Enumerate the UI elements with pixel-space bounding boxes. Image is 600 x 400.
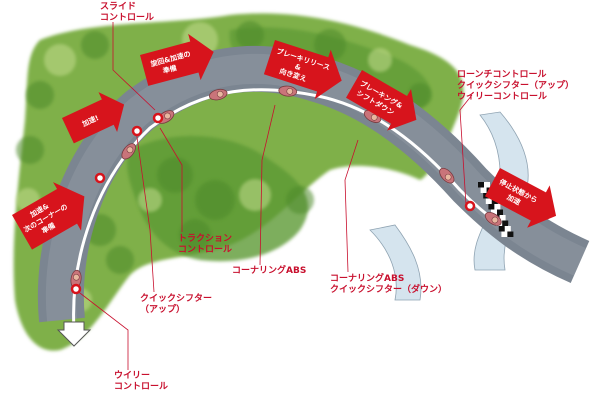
marker-dot	[70, 283, 82, 295]
callout-cornering-abs-shift-down: コーナリングABS クイックシフター（ダウン）	[330, 274, 448, 295]
motorcycle	[121, 143, 136, 160]
checker-square	[501, 231, 508, 237]
checker-square	[497, 209, 503, 215]
checker-square	[478, 182, 484, 188]
tree-clump	[138, 188, 162, 212]
red-arrows: 加速! 旋回&加速の 準備 ブレーキリリース & 向き変え ブレーキング& シフ…	[12, 33, 557, 250]
callout-slide-control: スライド コントロール	[100, 2, 155, 23]
tree-clump	[239, 179, 271, 211]
motorcycle	[209, 88, 228, 101]
checker-square	[502, 220, 509, 226]
tree-clump	[314, 29, 346, 61]
tree-clump	[157, 157, 193, 193]
marker-dot	[464, 200, 476, 212]
motorcycle	[484, 211, 502, 226]
tree-clump	[286, 186, 314, 214]
tree-clump	[368, 48, 392, 72]
arrow-braking-shift-down	[346, 70, 417, 131]
callout-wheelie-control: ウイリー コントロール	[114, 371, 169, 392]
checker-square	[491, 209, 497, 215]
checker-square	[485, 198, 492, 204]
marker-dot	[131, 125, 143, 137]
tree-clump	[16, 136, 44, 164]
tree-clump	[44, 44, 76, 76]
checker-square	[498, 226, 505, 232]
tree-clump	[106, 246, 134, 274]
callout-cornering-abs: コーナリングABS	[232, 266, 307, 276]
callout-traction-control: トラクション コントロール	[178, 234, 233, 255]
checker-square	[494, 204, 501, 210]
callout-quickshifter-up: クイックシフター （アップ）	[140, 294, 213, 315]
tree-clump	[408, 83, 432, 107]
arrow-label: 準備	[162, 63, 178, 75]
arrow-label: &	[294, 63, 302, 72]
motorcycles	[70, 85, 502, 289]
checker-square	[507, 231, 514, 237]
tree-clump	[179, 219, 211, 251]
motorcycle	[70, 269, 82, 289]
tree-clump	[195, 180, 235, 220]
tree-clump	[81, 31, 109, 59]
tree-clump	[236, 21, 264, 49]
arrow-brake-release	[263, 40, 342, 100]
marker-dot	[94, 172, 106, 184]
arrow-prepare-turn	[140, 33, 214, 86]
markers	[70, 112, 476, 295]
checker-square	[504, 226, 511, 232]
arrow-accelerate-next-corner	[12, 182, 85, 250]
callout-launch-control: ローンチコントロール クイックシフター（アップ） ウイリーコントロール	[457, 70, 575, 102]
checker-square	[499, 215, 506, 221]
checker-square	[488, 204, 495, 210]
arrow-accelerate	[62, 92, 125, 144]
marker-dot	[152, 112, 164, 124]
motorcycle	[278, 85, 298, 97]
checker-square	[484, 182, 490, 188]
leader-lines	[75, 22, 473, 370]
motorcycle	[439, 167, 455, 184]
tree-clump	[26, 81, 54, 109]
checker-square	[480, 187, 487, 193]
arrow-standing-start	[484, 168, 557, 228]
